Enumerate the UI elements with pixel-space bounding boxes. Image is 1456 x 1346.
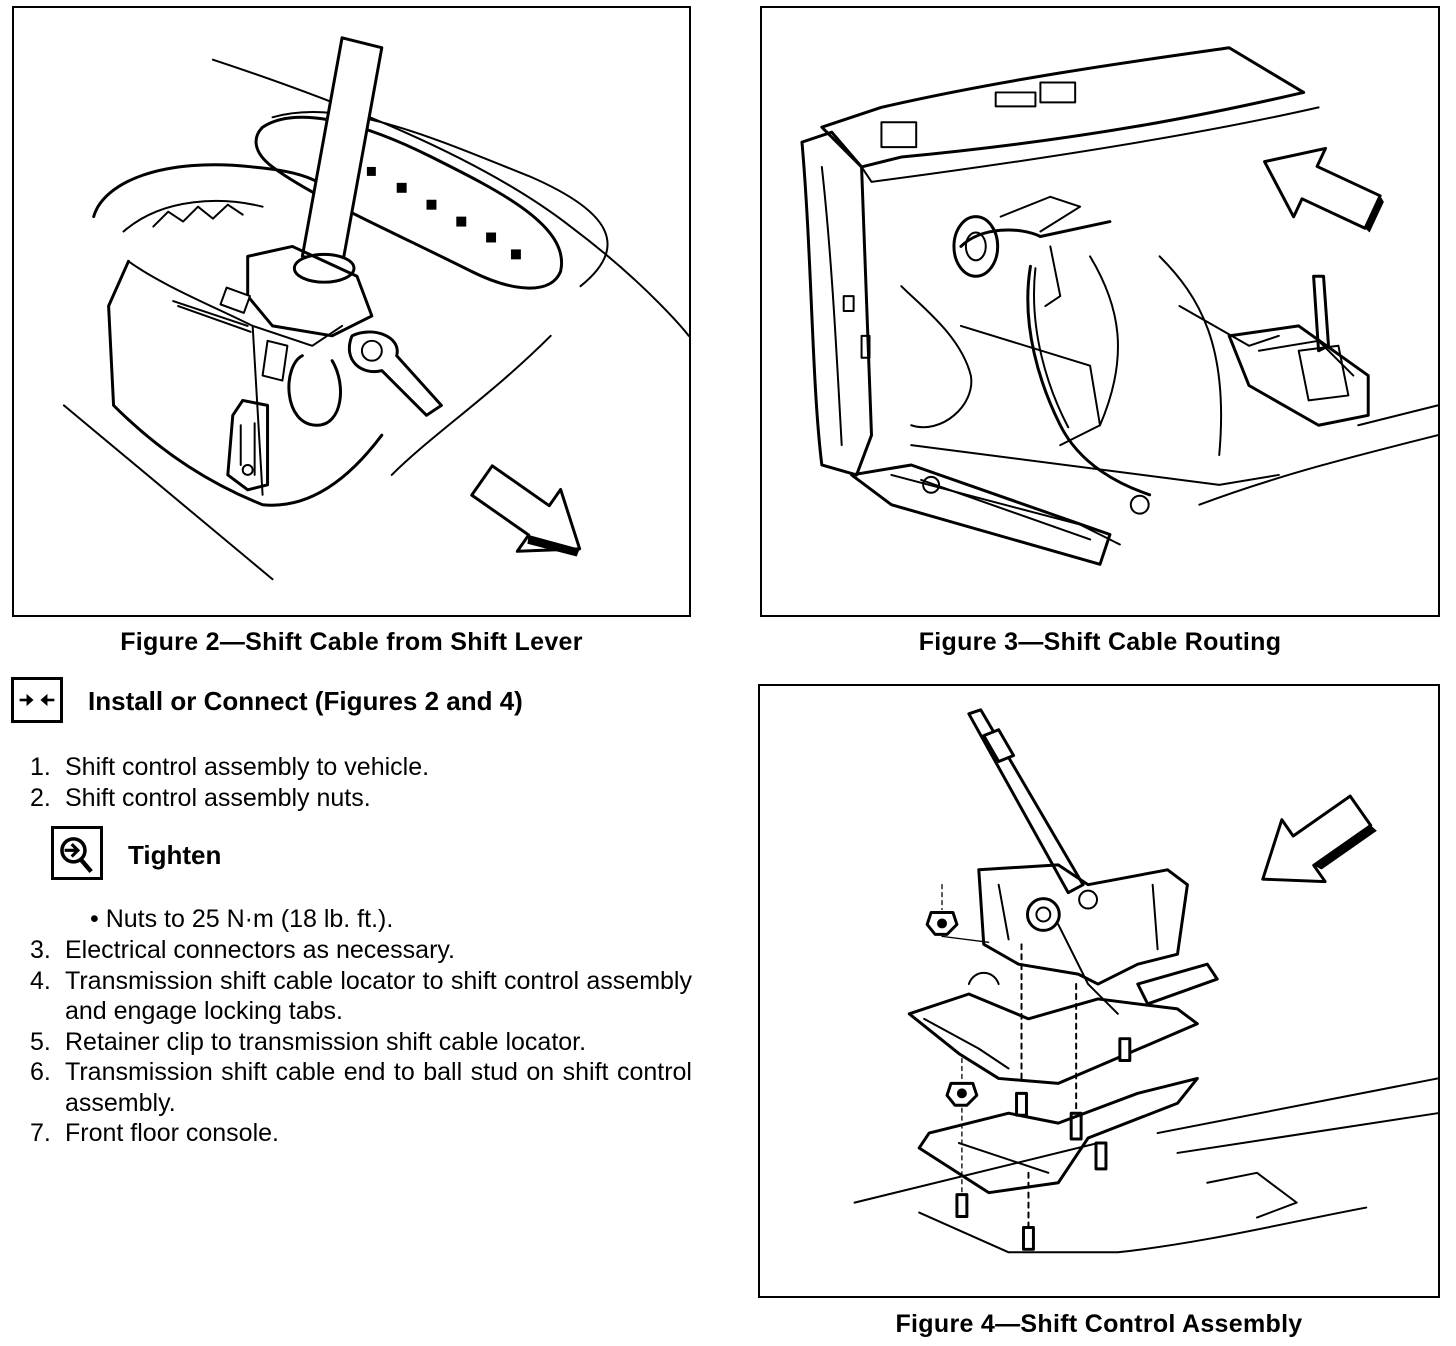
figure-4-caption: Figure 4—Shift Control Assembly — [895, 1310, 1303, 1338]
step-number: 4. — [30, 966, 51, 995]
figure-3-illustration — [760, 6, 1440, 617]
step-number: 2. — [30, 783, 51, 812]
step-text: Transmission shift cable locator to shif… — [65, 966, 692, 1026]
figure-2-illustration — [12, 6, 691, 617]
tighten-heading: Tighten — [128, 840, 222, 870]
list-item: 6. Transmission shift cable end to ball … — [30, 1057, 692, 1118]
step-number: 6. — [30, 1058, 51, 1086]
install-connect-icon — [11, 677, 63, 723]
step-text: Shift control assembly nuts. — [65, 783, 371, 812]
install-steps-list-b: 3. Electrical connectors as necessary. 4… — [30, 935, 692, 1149]
step-number: 1. — [30, 753, 51, 781]
figure-3-caption: Figure 3—Shift Cable Routing — [918, 628, 1282, 656]
cable-routing-drawing — [800, 46, 1438, 566]
list-item: 5. Retainer clip to transmission shift c… — [30, 1027, 692, 1058]
install-heading: Install or Connect (Figures 2 and 4) — [88, 686, 523, 716]
list-item: 3. Electrical connectors as necessary. — [30, 935, 692, 966]
step-number: 7. — [30, 1119, 51, 1147]
figure-4-illustration — [758, 684, 1440, 1298]
step-number: 3. — [30, 936, 51, 964]
shift-lever-drawing — [62, 36, 689, 581]
step-text: Retainer clip to transmission shift cabl… — [65, 1027, 587, 1056]
torque-wrench-icon — [51, 826, 103, 880]
list-item: 4. Transmission shift cable locator to s… — [30, 966, 692, 1027]
step-text: Front floor console. — [65, 1119, 279, 1147]
list-item: 1. Shift control assembly to vehicle. — [30, 752, 692, 783]
step-text: Transmission shift cable end to ball stu… — [65, 1058, 692, 1117]
install-steps-list-a: 1. Shift control assembly to vehicle. 2.… — [30, 752, 692, 813]
step-text: Electrical connectors as necessary. — [65, 936, 455, 964]
list-item: 7. Front floor console. — [30, 1118, 692, 1149]
list-item: 2. Shift control assembly nuts. — [30, 783, 692, 814]
step-number: 5. — [30, 1027, 51, 1056]
torque-spec: • Nuts to 25 N·m (18 lb. ft.). — [90, 905, 394, 933]
figure-2-caption: Figure 2—Shift Cable from Shift Lever — [120, 628, 583, 656]
shift-control-assembly-drawing — [853, 708, 1438, 1254]
step-text: Shift control assembly to vehicle. — [65, 753, 430, 781]
